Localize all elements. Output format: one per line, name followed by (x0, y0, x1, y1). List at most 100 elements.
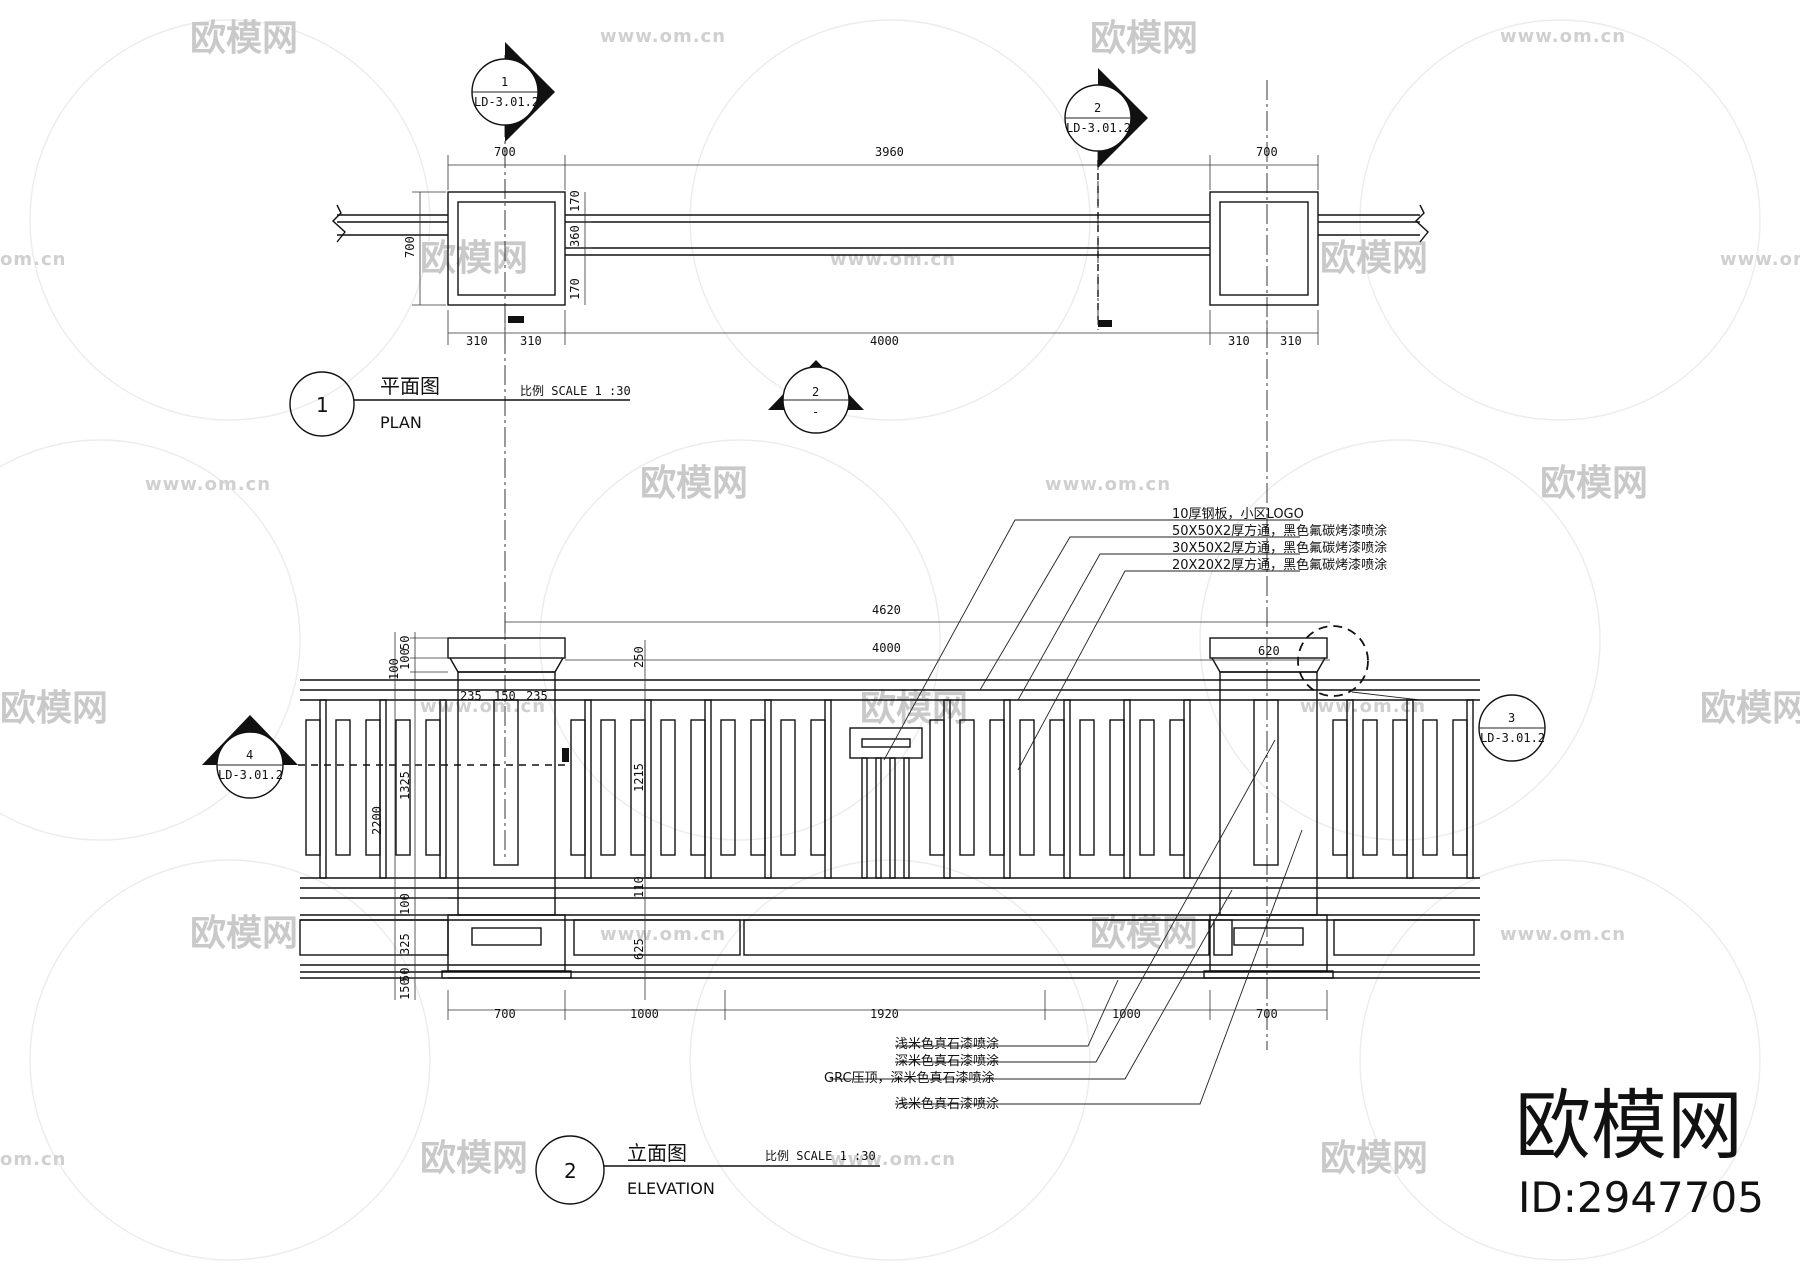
fence-loop (660, 719, 676, 856)
brand-stamp: 欧模网 ID:2947705 (1515, 1081, 1764, 1222)
dim-label: 235 (526, 689, 548, 703)
fence-post (1406, 699, 1414, 879)
dim-label: 250 (632, 646, 646, 668)
note-top: 50X50X2厚方通，黑色氟碳烤漆喷涂 (1172, 523, 1387, 539)
fence-loop (1019, 719, 1035, 856)
dim-label: 310 (520, 334, 542, 348)
fence-post (861, 757, 868, 879)
logo-plate (849, 727, 923, 759)
fence-loop (750, 719, 766, 856)
fence-loop (1422, 719, 1438, 856)
dim-label: 235 (460, 689, 482, 703)
fence-post (319, 699, 327, 879)
dim-label: 620 (1258, 644, 1280, 658)
elevation-scale: 比例 SCALE 1 :30 (765, 1149, 876, 1163)
fence-post (903, 757, 910, 879)
section-marker-3: 3 LD-3.01.2 (1297, 625, 1546, 762)
notes-top: 10厚钢板，小区LOGO 50X50X2厚方通，黑色氟碳烤漆喷涂 30X50X2… (883, 507, 1387, 771)
fence-loop (989, 719, 1005, 856)
fence-loop (1049, 719, 1065, 856)
dim-label: 150 (494, 689, 516, 703)
dim-label: 310 (1228, 334, 1250, 348)
watermark-url: www.om.cn (1045, 474, 1171, 495)
note-bottom: 浅米色真石漆喷涂 (895, 1036, 999, 1052)
dim-label: 50 (398, 968, 412, 982)
fence-loop (1392, 719, 1408, 856)
fence-post (875, 757, 882, 879)
marker-num: 2 (1094, 101, 1101, 115)
watermark-brand: 欧模网 (1090, 18, 1198, 59)
fence-post (1466, 699, 1474, 879)
plan-title-cn: 平面图 (380, 374, 440, 398)
note-top: 10厚钢板，小区LOGO (1172, 507, 1304, 522)
watermark-brand: 欧模网 (1320, 1138, 1428, 1179)
note-bottom: 浅米色真石漆喷涂 (895, 1096, 999, 1112)
dim-label: 4000 (872, 641, 901, 655)
elevation-badge-circle (535, 1135, 605, 1205)
marker-num: 4 (246, 748, 253, 762)
fence-loop (929, 719, 945, 856)
fence-loop (959, 719, 975, 856)
dim-label: 700 (403, 236, 417, 258)
watermark-brand: 欧模网 (860, 688, 968, 729)
watermark-brand: 欧模网 (420, 1138, 528, 1179)
fence-post (764, 699, 772, 879)
plan-title-block: 1 平面图 PLAN 比例 SCALE 1 :30 (289, 371, 631, 437)
dim-label: 100 (387, 658, 401, 680)
note-bottom: 深米色真石漆喷涂 (895, 1053, 999, 1069)
elevation-badge-number: 2 (564, 1159, 577, 1183)
dim-label: 310 (1280, 334, 1302, 348)
fence-loop (780, 719, 796, 856)
fence-loop (395, 719, 411, 856)
watermark-brand: 欧模网 (190, 913, 298, 954)
dim-label: 310 (466, 334, 488, 348)
marker-num: 2 (812, 385, 819, 399)
dim-label: 170 (568, 278, 582, 300)
elevation-title-block: 2 立面图 ELEVATION 比例 SCALE 1 :30 (535, 1135, 880, 1205)
fence-post (1123, 699, 1131, 879)
watermark-brand: 欧模网 (0, 688, 108, 729)
fence-loop (810, 719, 826, 856)
center-lines (504, 55, 1268, 1050)
watermark-brand: 欧模网 (190, 18, 298, 59)
watermark-url: www.om.cn (830, 249, 956, 270)
fence-loop (720, 719, 736, 856)
fence-post (943, 699, 951, 879)
section-marker-2: 2 LD-3.01.2 (1064, 68, 1148, 168)
watermark-urls: www.om.cn www.om.cn om.cn www.om.cn www.… (0, 26, 1800, 1170)
fence-post (704, 699, 712, 879)
watermark-brand: 欧模网 (1540, 463, 1648, 504)
elevation-title-en: ELEVATION (627, 1179, 715, 1198)
fence-loop (1362, 719, 1378, 856)
watermark-brands: 欧模网 欧模网 欧模网 欧模网 欧模网 欧模网 欧模网 欧模网 欧模网 欧模网 … (0, 18, 1800, 1179)
watermark-url: www.om.cn (1500, 924, 1626, 945)
watermark-brand: 欧模网 (1700, 688, 1800, 729)
dim-label: 110 (632, 876, 646, 898)
watermark-url: www.om.cn (600, 26, 726, 47)
brand-logo-text: 欧模网 (1515, 1081, 1743, 1170)
fence-post (1346, 699, 1354, 879)
plan-badge-number: 1 (316, 393, 329, 417)
marker-num: 3 (1508, 711, 1515, 725)
fence-post (584, 699, 592, 879)
fence-loop (1139, 719, 1155, 856)
plan-scale: 比例 SCALE 1 :30 (520, 384, 631, 398)
dim-label: 150 (398, 978, 412, 1000)
watermark-url: om.cn (0, 1149, 66, 1170)
watermark-url: www.om.cn (420, 696, 546, 717)
fence-loop (1452, 719, 1468, 856)
dim-label: 1000 (1112, 1007, 1141, 1021)
dim-label: 1920 (870, 1007, 899, 1021)
watermark-url: om.cn (0, 249, 66, 270)
marker-ref: LD-3.01.2 (218, 768, 283, 782)
dim-label: 700 (1256, 145, 1278, 159)
plan-badge-circle (289, 371, 355, 437)
elevation-title-cn: 立面图 (627, 1141, 687, 1165)
dim-label: 50 (398, 636, 412, 650)
watermark-url: www.om.cn (830, 1149, 956, 1170)
fence-loop (1332, 719, 1348, 856)
watermark-url: www.om.cn (600, 924, 726, 945)
dim-label: 1325 (398, 771, 412, 800)
